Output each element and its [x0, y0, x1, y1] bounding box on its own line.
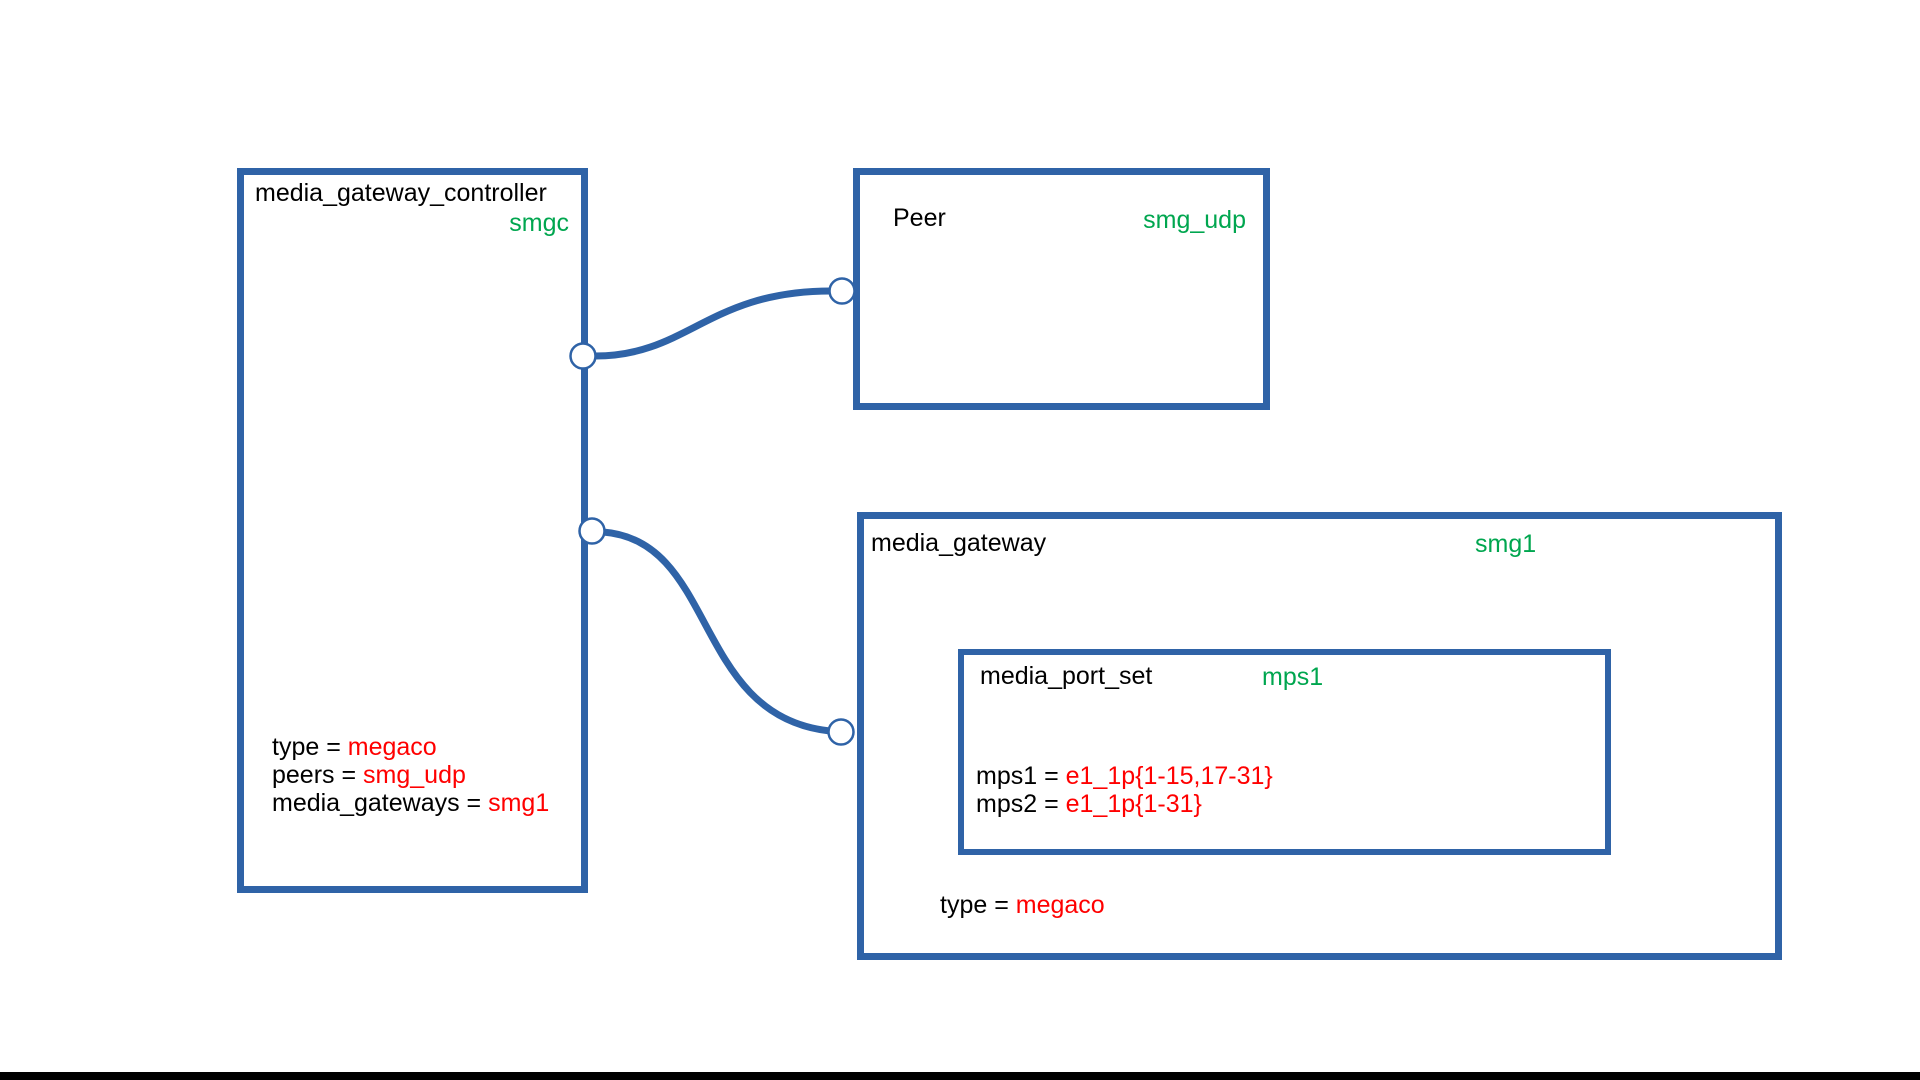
attribute-value: smg1: [488, 789, 550, 817]
instance-label: smg1: [1475, 530, 1537, 558]
attribute-name: mps1 =: [976, 762, 1066, 790]
node-title: media_gateway: [871, 529, 1047, 557]
instance-label: mps1: [1262, 663, 1324, 691]
attribute-name: peers =: [272, 761, 364, 789]
attribute-list: type = megaco: [940, 891, 1105, 919]
instance-label: smgc: [509, 209, 569, 237]
attribute-value: megaco: [347, 733, 437, 761]
attribute-name: type =: [272, 733, 348, 761]
attribute-value: e1_1p{1-31}: [1065, 790, 1202, 818]
attribute-list: type = megaco peers = smg_udp media_gate…: [272, 733, 549, 817]
attribute-line: type = megaco: [272, 733, 549, 761]
node-media-port-set: media_port_set mps1 mps1 = e1_1p{1-15,17…: [958, 649, 1611, 855]
node-title: media_gateway_controller: [255, 179, 547, 207]
node-title: Peer: [893, 204, 946, 232]
connector-mgc-peer: [591, 287, 835, 360]
node-media-gateway-controller: media_gateway_controller smgc type = meg…: [237, 168, 588, 893]
attribute-line: media_gateways = smg1: [272, 789, 549, 817]
attribute-line: mps1 = e1_1p{1-15,17-31}: [976, 762, 1273, 790]
attribute-name: mps2 =: [976, 790, 1066, 818]
attribute-value: e1_1p{1-15,17-31}: [1065, 762, 1273, 790]
attribute-value: smg_udp: [363, 761, 466, 789]
port-circle-peer: [828, 277, 856, 305]
node-peer: Peer smg_udp: [853, 168, 1270, 410]
attribute-line: mps2 = e1_1p{1-31}: [976, 790, 1273, 818]
node-title: media_port_set: [980, 662, 1153, 690]
attribute-line: type = megaco: [940, 891, 1105, 919]
letterbox-bar: [0, 1072, 1920, 1080]
attribute-name: type =: [940, 891, 1016, 919]
attribute-name: media_gateways =: [272, 789, 489, 817]
attribute-list: mps1 = e1_1p{1-15,17-31} mps2 = e1_1p{1-…: [976, 762, 1273, 818]
port-circle-media-gateway: [827, 718, 855, 746]
attribute-value: megaco: [1015, 891, 1105, 919]
attribute-line: peers = smg_udp: [272, 761, 549, 789]
instance-label: smg_udp: [1143, 206, 1246, 234]
node-media-gateway: media_gateway smg1 media_port_set mps1 m…: [857, 512, 1782, 960]
connector-mgc-media-gateway: [599, 528, 834, 735]
